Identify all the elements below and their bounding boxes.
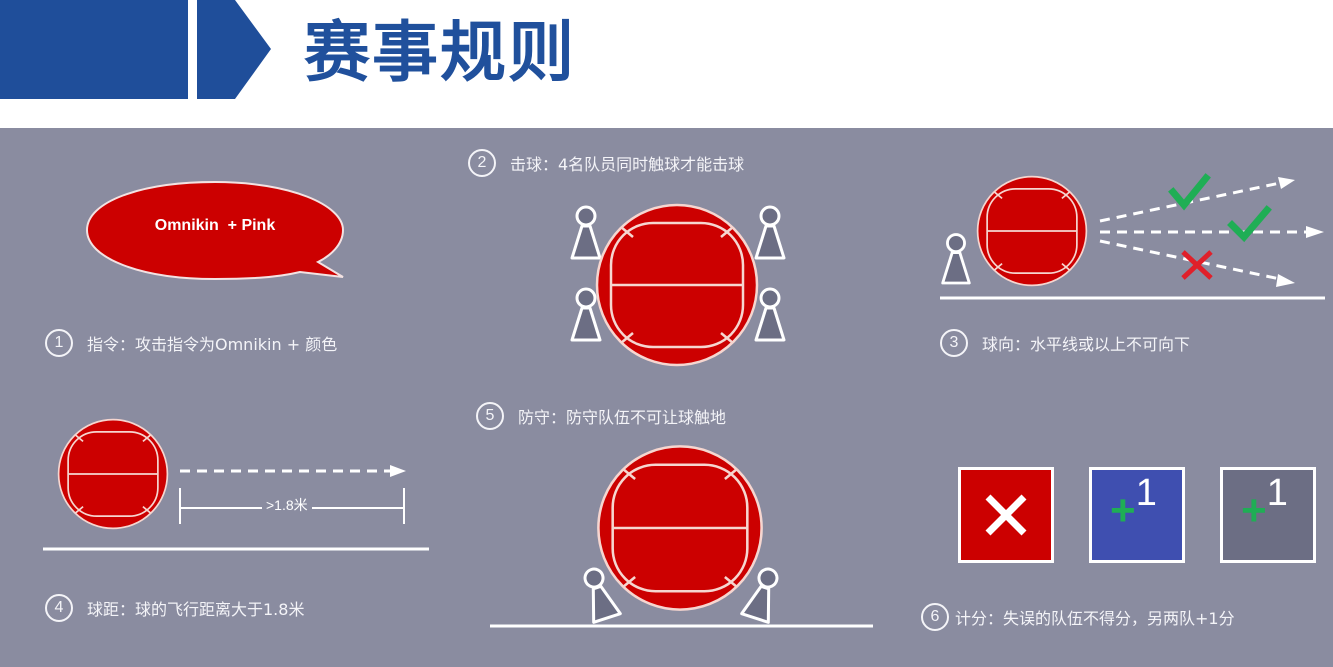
score-box-fault — [958, 467, 1054, 563]
player-icon — [941, 233, 971, 285]
player-icon — [570, 205, 602, 260]
score-box-plus-one: +1 — [1089, 467, 1185, 563]
score-value: 1 — [1266, 472, 1288, 514]
rule-6-caption: 6 计分：失误的队伍不得分，另两队+1分 — [921, 603, 1235, 631]
plus-one-label: +1 — [1110, 472, 1157, 536]
cross-icon — [1181, 250, 1213, 280]
rule-text: 计分：失误的队伍不得分，另两队+1分 — [955, 609, 1235, 628]
number-badge: 3 — [940, 329, 968, 357]
trajectory-arrows — [1099, 181, 1308, 281]
ball-icon — [597, 445, 763, 611]
player-icon — [570, 287, 602, 342]
rule-text: 指令：攻击指令为Omnikin + 颜色 — [87, 335, 338, 354]
page-title: 赛事规则 — [304, 14, 576, 91]
distance-label: >1.8米 — [262, 495, 312, 515]
rule-text: 球向：水平线或以上不可向下 — [982, 335, 1191, 354]
number-badge: 5 — [476, 402, 504, 430]
command-bubble-text: Omnikin + Pink — [154, 217, 276, 234]
rule-5-caption: 5 防守：防守队伍不可让球触地 — [476, 402, 726, 430]
ball-icon — [595, 203, 759, 367]
score-box-plus-one: +1 — [1220, 467, 1316, 563]
banner-bar — [0, 0, 188, 99]
cross-icon — [961, 470, 1051, 560]
score-value: 1 — [1135, 472, 1157, 514]
player-icon — [754, 287, 786, 342]
number-badge: 2 — [468, 149, 496, 177]
player-icon — [754, 205, 786, 260]
ball-icon — [57, 418, 169, 530]
rule-text: 防守：防守队伍不可让球触地 — [518, 408, 727, 427]
speech-bubble-icon — [85, 180, 345, 281]
rule-1-caption: 1 指令：攻击指令为Omnikin + 颜色 — [45, 329, 337, 357]
check-icon — [1227, 205, 1272, 243]
arrowhead-icons — [1276, 177, 1324, 287]
number-badge: 1 — [45, 329, 73, 357]
rule-3-caption: 3 球向：水平线或以上不可向下 — [940, 329, 1190, 357]
check-icon — [1168, 173, 1211, 211]
ball-icon — [976, 175, 1088, 287]
banner-arrow — [197, 0, 271, 99]
rule-4-caption: 4 球距：球的飞行距离大于1.8米 — [45, 594, 304, 622]
number-badge: 6 — [921, 603, 949, 631]
plus-icon: + — [1241, 485, 1267, 535]
header: 赛事规则 — [0, 0, 1333, 128]
rule-text: 击球：4名队员同时触球才能击球 — [510, 155, 745, 174]
number-badge: 4 — [45, 594, 73, 622]
plus-icon: + — [1110, 485, 1136, 535]
rule-2-caption: 2 击球：4名队员同时触球才能击球 — [468, 149, 744, 177]
arrowhead-icon — [390, 465, 406, 477]
rule-text: 球距：球的飞行距离大于1.8米 — [87, 600, 305, 619]
plus-one-label: +1 — [1241, 472, 1288, 536]
